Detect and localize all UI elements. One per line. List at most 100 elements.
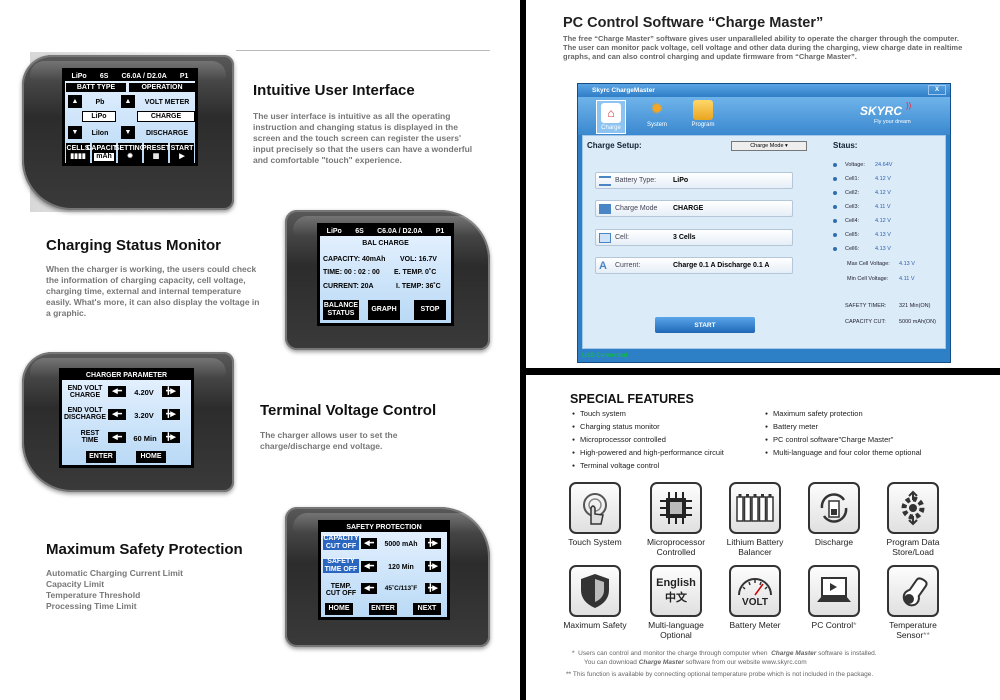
bal-charge-label: BAL CHARGE	[362, 240, 409, 247]
rest-time-label: REST TIME	[80, 430, 100, 445]
feature-bullet: Microprocessor controlled	[572, 434, 724, 447]
setting-button[interactable]: SETTING✹	[115, 143, 145, 163]
decrease-button[interactable]: ◀━	[108, 409, 126, 420]
voltmeter-label: VOLT METER	[144, 99, 190, 106]
increase-button[interactable]: ╋▶	[425, 538, 441, 549]
language-icon: English 中文	[650, 565, 702, 617]
balance-status-button[interactable]: BALANCE STATUS	[323, 300, 359, 320]
safety-line: Temperature Threshold	[46, 590, 141, 600]
feature-label: PC Control	[811, 620, 854, 630]
feature-label: Program Data Store/Load	[886, 537, 940, 557]
feature-discharge: Discharge	[796, 482, 872, 547]
status-value: 4.12 V	[875, 176, 891, 182]
next-button[interactable]: NEXT	[413, 603, 441, 615]
lcd-screen-interface: LiPo 6S C6.0A / D2.0A P1 BATT TYPE OPERA…	[62, 68, 198, 166]
charger-parameter-header: CHARGER PARAMETER	[62, 371, 191, 380]
laptop-icon	[808, 565, 860, 617]
start-button[interactable]: START	[655, 317, 755, 333]
charge-option[interactable]: CHARGE	[137, 111, 195, 122]
end-volt-charge-value: 4.20V	[134, 388, 154, 397]
feature-temperature: Temperature Sensor**	[875, 565, 951, 640]
lcd-text: P1	[179, 72, 189, 80]
increase-button[interactable]: ╋▶	[162, 409, 180, 420]
cells-button[interactable]: CELLS▮▮▮▮	[66, 143, 90, 163]
status-row: Cell2:4.12 V	[833, 190, 891, 196]
gear-arrows-icon	[887, 482, 939, 534]
capacity-cutoff-value: 5000 mAh	[384, 541, 418, 548]
feature-label: Lithium Battery Balancer	[726, 537, 784, 557]
decrease-button[interactable]: ◀━	[361, 538, 377, 549]
preset-button[interactable]: PRESET▦	[142, 143, 171, 163]
status-value: 4.13 V	[875, 232, 891, 238]
section-text-status: When the charger is working, the users c…	[46, 264, 260, 318]
field-value: 3 Cells	[673, 234, 696, 241]
status-title: Staus:	[833, 141, 858, 150]
note-text: This function is available by connecting…	[572, 671, 874, 678]
close-button[interactable]: X	[928, 85, 946, 95]
footnote-mark: *	[572, 650, 575, 657]
status-dot	[833, 177, 837, 181]
charge-mode-field[interactable]: Charge Mode CHARGE	[595, 200, 793, 217]
status-label: Cell2:	[845, 190, 860, 196]
feature-label: Multi-language Optional	[648, 620, 704, 640]
home-button[interactable]: HOME	[325, 603, 353, 615]
cell-field[interactable]: Cell: 3 Cells	[595, 229, 793, 246]
up-arrow-icon[interactable]: ▲	[68, 95, 82, 108]
safety-line: Processing Time Limit	[46, 601, 137, 611]
start-button[interactable]: START▶	[170, 143, 194, 163]
chargemaster-window: Skyrc ChargeMaster X ⌂ Charge ✹ System P…	[577, 83, 951, 363]
field-label: Charge Mode	[615, 205, 658, 212]
down-arrow-icon[interactable]: ▼	[121, 126, 135, 139]
feature-label: Discharge	[814, 537, 854, 547]
down-arrow-icon[interactable]: ▼	[68, 126, 82, 139]
volt-text: VOLT	[742, 596, 768, 608]
enter-button[interactable]: ENTER	[86, 451, 116, 463]
status-label: Cell5:	[845, 232, 860, 238]
status-row: Cell6:4.13 V	[833, 246, 891, 252]
batt-type-header: BATT TYPE	[66, 83, 126, 92]
end-volt-discharge-value: 3.20V	[134, 411, 154, 420]
increase-button[interactable]: ╋▶	[425, 583, 441, 594]
up-arrow-icon[interactable]: ▲	[121, 95, 135, 108]
lipo-option[interactable]: LiPo	[82, 111, 116, 122]
status-dot	[833, 191, 837, 195]
safety-line: Capacity Limit	[46, 579, 105, 589]
section-text-ui: The user interface is intuitive as all t…	[253, 111, 473, 165]
battery-type-field[interactable]: Battery Type: LiPo	[595, 172, 793, 189]
decrease-button[interactable]: ◀━	[108, 432, 126, 443]
note-text: You can download	[584, 659, 637, 666]
field-value: Charge 0.1 A Discharge 0.1 A	[673, 262, 770, 269]
tab-charge[interactable]: ⌂ Charge	[596, 100, 626, 134]
current-field[interactable]: A Current: Charge 0.1 A Discharge 0.1 A	[595, 257, 793, 274]
feature-microprocessor: Microprocessor Controlled	[638, 482, 714, 557]
home-button[interactable]: HOME	[136, 451, 166, 463]
status-value: 5000 mAh(ON)	[899, 319, 936, 325]
field-value: LiPo	[673, 177, 689, 184]
charge-mode-dropdown[interactable]: Charge Mode ▾	[731, 141, 807, 151]
decrease-button[interactable]: ◀━	[361, 583, 377, 594]
enter-button[interactable]: ENTER	[369, 603, 397, 615]
feature-label: Temperature Sensor	[889, 620, 937, 640]
lcd-text: PRESET	[142, 145, 171, 153]
status-label: Max Cell Voltage:	[847, 261, 890, 267]
gear-icon: ✹	[127, 153, 133, 160]
status-value: 4.11 V	[875, 204, 891, 210]
increase-button[interactable]: ╋▶	[162, 386, 180, 397]
tab-system[interactable]: ✹ System	[642, 100, 672, 128]
top-rule	[236, 50, 490, 51]
increase-button[interactable]: ╋▶	[425, 561, 441, 572]
feature-label: Battery Meter	[729, 620, 781, 630]
graph-button[interactable]: GRAPH	[368, 300, 400, 320]
feature-battery-meter: VOLT Battery Meter	[717, 565, 793, 630]
stop-button[interactable]: STOP	[414, 300, 446, 320]
decrease-button[interactable]: ◀━	[108, 386, 126, 397]
feature-balancer: Lithium Battery Balancer	[717, 482, 793, 557]
tab-program[interactable]: Program	[688, 100, 718, 128]
increase-button[interactable]: ╋▶	[162, 432, 180, 443]
feature-bullet: Charging status monitor	[572, 421, 724, 434]
lcd-screen-terminal: CHARGER PARAMETER END VOLT CHARGE ◀━ 4.2…	[59, 368, 194, 468]
decrease-button[interactable]: ◀━	[361, 561, 377, 572]
tab-label: Charge	[601, 125, 621, 131]
status-label: CAPACITY CUT:	[845, 319, 886, 325]
